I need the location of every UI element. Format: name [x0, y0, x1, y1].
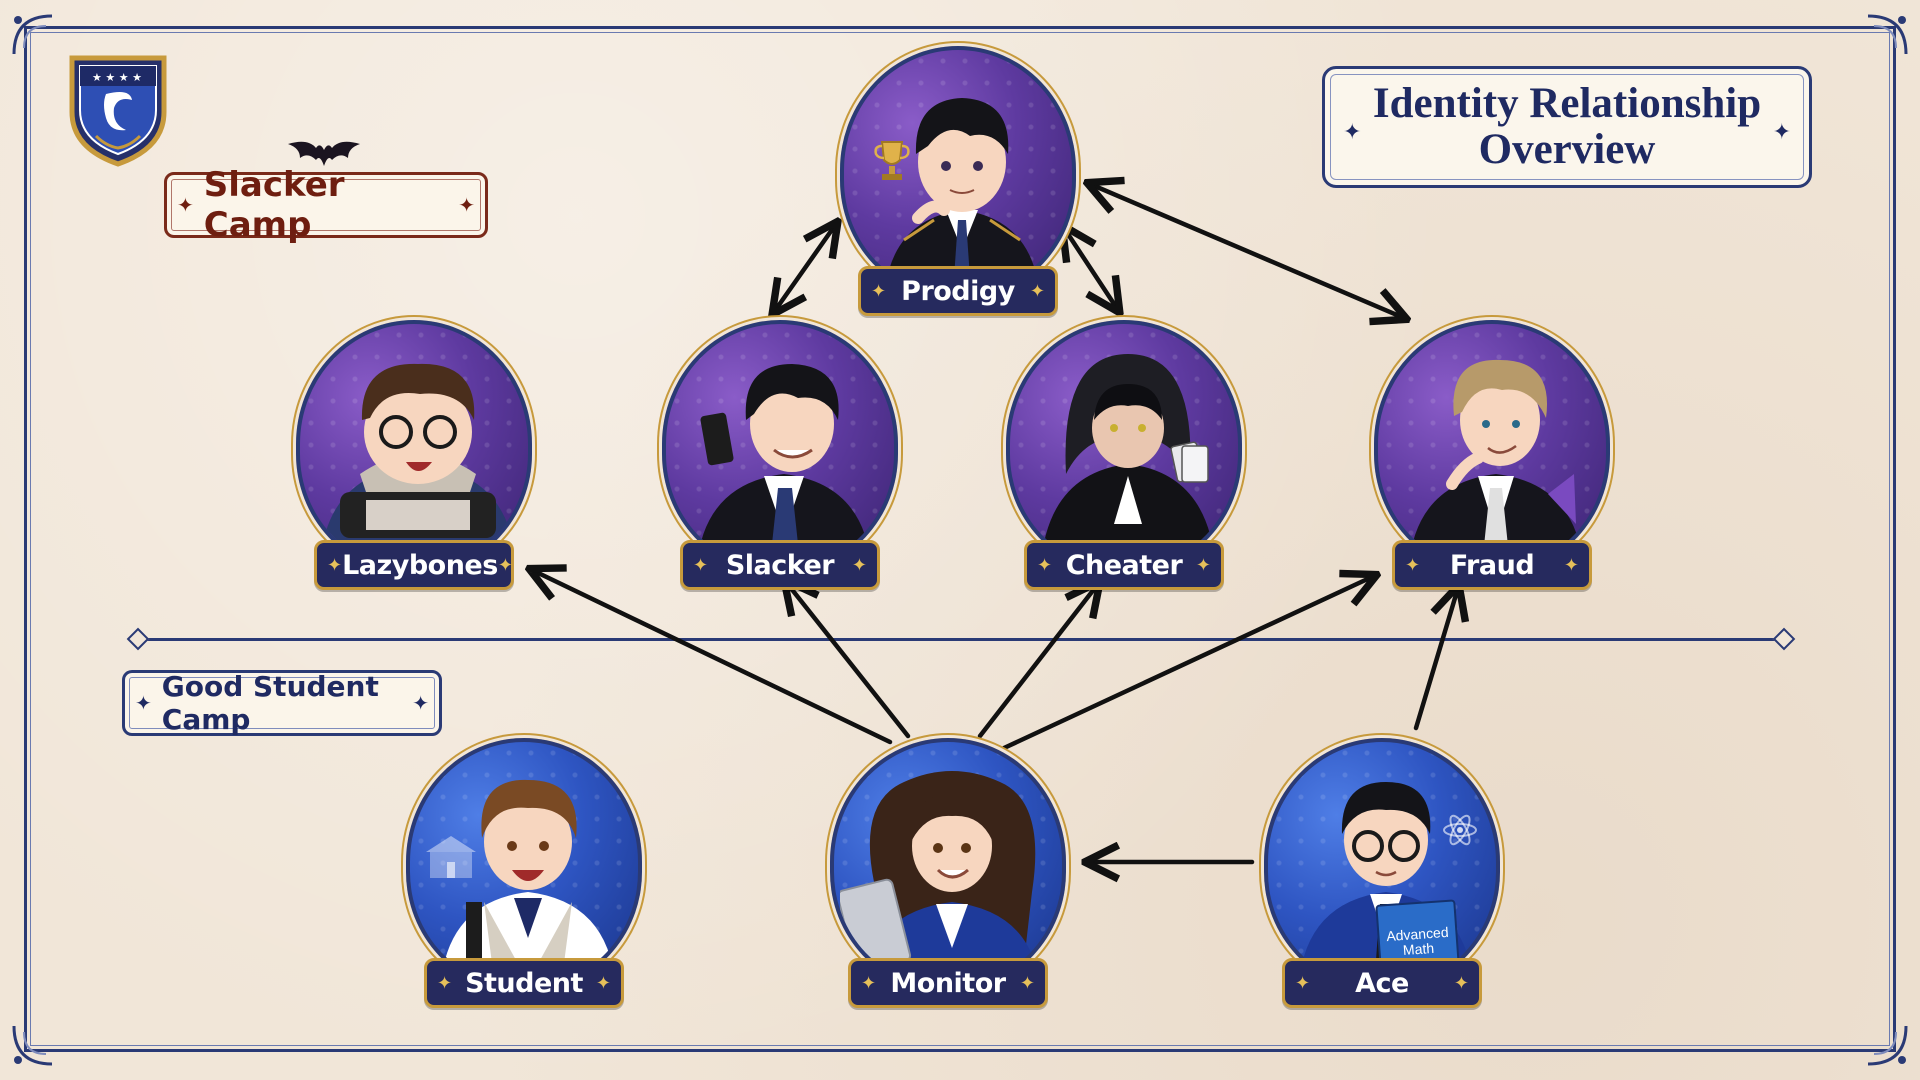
sparkle-icon: ✦ [327, 554, 343, 575]
monitor-figure-icon [864, 771, 1040, 986]
bat-icon [288, 141, 360, 166]
star-icon: ✦ [177, 193, 194, 217]
title-line-2: Overview [1478, 126, 1656, 173]
sparkle-icon: ✦ [497, 554, 513, 575]
slacker-figure-icon [696, 364, 872, 568]
slacker-camp-label: ✦ Slacker Camp ✦ [164, 165, 488, 245]
medallion-cheater [1006, 320, 1242, 572]
medallion-ace: Advanced Math [1264, 738, 1500, 990]
label-lazybones: Lazybones [342, 549, 498, 581]
node-prodigy[interactable]: ✦ Prodigy ✦ [840, 46, 1076, 316]
school-building-icon [426, 836, 476, 878]
good-student-camp-label: ✦ Good Student Camp ✦ [122, 670, 442, 736]
corner-ornament-icon [1867, 1025, 1908, 1066]
camp-divider-line [136, 638, 1784, 641]
trophy-icon [874, 141, 910, 180]
node-cheater[interactable]: ✦ Cheater ✦ [1006, 320, 1242, 590]
node-student[interactable]: ✦ Student ✦ [406, 738, 642, 1008]
sparkle-icon: ✦ [1037, 554, 1053, 575]
medallion-monitor [830, 738, 1066, 990]
name-plate-monitor: ✦ Monitor ✦ [848, 958, 1048, 1008]
medallion-prodigy [840, 46, 1076, 298]
arrow-prodigy-to-slacker [774, 224, 836, 312]
label-prodigy: Prodigy [901, 275, 1015, 307]
atom-icon [1443, 814, 1477, 846]
star-icon: ✦ [135, 691, 152, 715]
slacker-camp-text: Slacker Camp [203, 165, 345, 245]
cards-icon [1170, 441, 1209, 483]
name-plate-ace: ✦ Ace ✦ [1282, 958, 1482, 1008]
sparkle-icon: ✦ [693, 554, 709, 575]
sparkle-icon: ✦ [1295, 972, 1311, 993]
sparkle-icon: ✦ [871, 280, 887, 301]
sparkle-icon: ✦ [1029, 280, 1045, 301]
diagram-title: Identity Relationship Overview [1357, 81, 1777, 173]
label-fraud: Fraud [1449, 549, 1535, 581]
node-monitor[interactable]: ✦ Monitor ✦ [830, 738, 1066, 1008]
node-ace[interactable]: Advanced Math ✦ Ace ✦ [1264, 738, 1500, 1008]
node-lazybones[interactable]: ✦ Lazybones ✦ [296, 320, 532, 590]
star-icon: ✦ [458, 193, 475, 217]
diagram-title-box: ✦ Identity Relationship Overview ✦ [1322, 66, 1812, 188]
fraud-figure-icon [1408, 359, 1584, 568]
inner-frame [30, 32, 1890, 1046]
medallion-fraud [1374, 320, 1610, 572]
arrow-monitor-to-cheater [977, 584, 1098, 739]
node-slacker[interactable]: ✦ Slacker ✦ [662, 320, 898, 590]
label-cheater: Cheater [1065, 549, 1183, 581]
arrow-monitor-to-slacker [786, 582, 911, 739]
label-slacker: Slacker [725, 549, 835, 581]
name-plate-student: ✦ Student ✦ [424, 958, 624, 1008]
title-star-icon: ✦ [1772, 119, 1791, 144]
title-star-icon: ✦ [1343, 119, 1362, 144]
label-student: Student [465, 967, 583, 999]
name-plate-prodigy: ✦ Prodigy ✦ [858, 266, 1058, 316]
node-fraud[interactable]: ✦ Fraud ✦ [1374, 320, 1610, 590]
sparkle-icon: ✦ [595, 972, 611, 993]
corner-ornament-icon [1867, 14, 1908, 55]
title-line-1: Identity Relationship [1372, 80, 1762, 127]
sparkle-icon: ✦ [1195, 554, 1211, 575]
sparkle-icon: ✦ [1563, 554, 1579, 575]
good-student-camp-text: Good Student Camp [161, 670, 379, 736]
sparkle-icon: ✦ [851, 554, 867, 575]
sparkle-icon: ✦ [437, 972, 453, 993]
name-plate-slacker: ✦ Slacker ✦ [680, 540, 880, 590]
name-plate-cheater: ✦ Cheater ✦ [1024, 540, 1224, 590]
name-plate-lazybones: ✦ Lazybones ✦ [314, 540, 514, 590]
sparkle-icon: ✦ [1405, 554, 1421, 575]
corner-ornament-icon [12, 14, 53, 55]
sparkle-icon: ✦ [1453, 972, 1469, 993]
arrow-prodigy-to-fraud [1090, 184, 1404, 318]
arrow-monitor-to-fraud [1001, 576, 1374, 751]
corner-ornament-icon [12, 1025, 53, 1066]
lazybones-figure-icon [320, 363, 516, 568]
svg-text:★ ★ ★ ★: ★ ★ ★ ★ [92, 71, 142, 84]
school-crest-icon: ★ ★ ★ ★ [69, 55, 167, 167]
sparkle-icon: ✦ [861, 972, 877, 993]
star-icon: ✦ [412, 691, 429, 715]
outer-frame [24, 26, 1896, 1052]
name-plate-fraud: ✦ Fraud ✦ [1392, 540, 1592, 590]
medallion-lazybones [296, 320, 532, 572]
ace-book-title: Advanced Math [1385, 923, 1450, 959]
arrow-monitor-to-lazybones [532, 570, 893, 745]
medallion-student [406, 738, 642, 990]
medallion-slacker [662, 320, 898, 572]
sparkle-icon: ✦ [1019, 972, 1035, 993]
label-monitor: Monitor [890, 967, 1006, 999]
arrow-ace-to-fraud [1413, 588, 1458, 731]
label-ace: Ace [1355, 967, 1409, 999]
